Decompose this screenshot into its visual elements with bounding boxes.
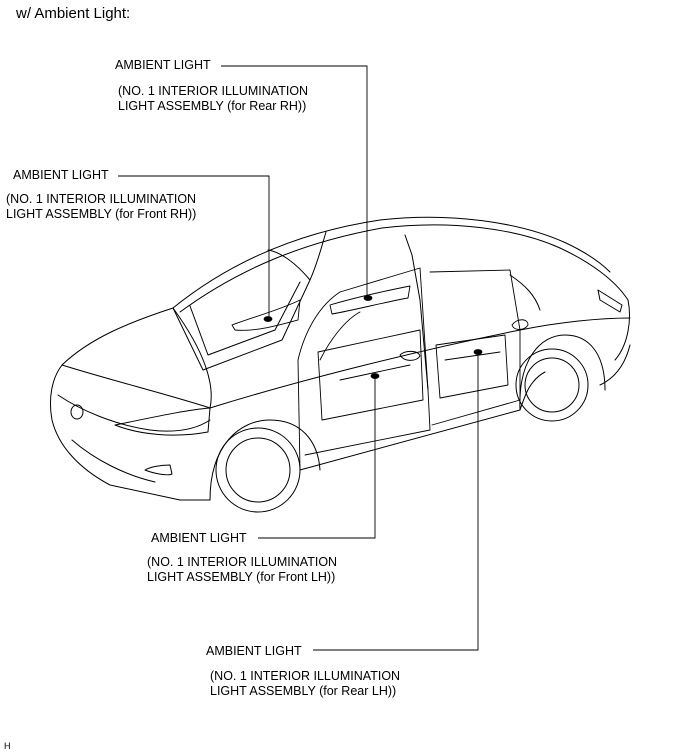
rear-door-panel <box>435 334 509 399</box>
rear-right-door-trim <box>329 285 411 315</box>
rear-door-opening <box>429 269 521 426</box>
ambient-light-front-lh-icon <box>370 373 380 379</box>
tail-light <box>597 289 623 313</box>
ambient-light-rear-rh-icon <box>363 295 373 301</box>
leader-line-front-lh <box>258 377 376 539</box>
windshield-inner <box>189 281 301 356</box>
grille-upper <box>57 394 211 432</box>
b-pillar <box>404 234 429 391</box>
windshield <box>172 249 311 371</box>
roof-line <box>172 216 611 309</box>
callout-front-lh-line1: (NO. 1 INTERIOR ILLUMINATION <box>147 555 338 569</box>
fog-light <box>144 464 173 476</box>
car-body <box>49 216 631 513</box>
front-door-panel <box>317 329 424 421</box>
front-wheel <box>215 427 301 513</box>
rear-door-handle <box>511 319 529 330</box>
headlight <box>114 407 211 436</box>
front-door-opening <box>297 267 431 471</box>
car-doors <box>231 267 529 471</box>
callout-front-rh-line1: (NO. 1 INTERIOR ILLUMINATION <box>6 192 197 206</box>
front-right-door-trim <box>231 299 301 331</box>
callout-front-lh-line2: LIGHT ASSEMBLY (for Front LH)) <box>147 570 336 584</box>
front-door-handle <box>399 350 421 361</box>
ambient-lights <box>263 295 483 379</box>
rear-deck <box>559 247 630 361</box>
rear-door-trim <box>444 351 501 361</box>
page-heading: w/ Ambient Light: <box>16 5 131 22</box>
hood <box>61 307 212 409</box>
rear-wheel <box>515 348 589 422</box>
ambient-light-rear-lh-icon <box>473 349 483 355</box>
callout-rear-rh-line1: (NO. 1 INTERIOR ILLUMINATION <box>118 84 309 98</box>
callout-rear-rh-line2: LIGHT ASSEMBLY (for Rear RH)) <box>118 99 307 113</box>
callout-rear-rh-title: AMBIENT LIGHT <box>115 58 211 72</box>
rear-wheel-hub <box>524 357 580 413</box>
front-door-trim <box>339 364 411 381</box>
callout-front-lh-title: AMBIENT LIGHT <box>151 531 247 545</box>
front-wheel-hub <box>225 437 291 503</box>
leader-line-rear-lh <box>313 352 479 651</box>
rear-bumper <box>599 344 631 386</box>
seat-back <box>319 311 361 361</box>
c-pillar <box>509 274 541 311</box>
ambient-light-front-rh-icon <box>263 316 273 322</box>
roof-inner-line <box>179 224 561 313</box>
grille-lower <box>71 439 156 483</box>
callout-rear-lh-line2: LIGHT ASSEMBLY (for Rear LH)) <box>210 684 397 698</box>
leader-line-rear-rh <box>221 65 368 298</box>
callout-front-rh-line2: LIGHT ASSEMBLY (for Front RH)) <box>6 207 197 221</box>
callout-rear-lh-line1: (NO. 1 INTERIOR ILLUMINATION <box>210 669 401 683</box>
front-fascia <box>49 364 211 501</box>
corner-mark: H <box>4 741 11 751</box>
front-wheel-arch <box>209 419 321 501</box>
emblem-icon <box>70 404 84 420</box>
a-pillar <box>309 231 327 281</box>
callout-rear-lh-title: AMBIENT LIGHT <box>206 644 302 658</box>
leader-line-front-rh <box>118 175 270 318</box>
callout-front-rh-title: AMBIENT LIGHT <box>13 168 109 182</box>
rear-wheel-arch <box>519 334 606 411</box>
leader-lines <box>118 65 479 651</box>
